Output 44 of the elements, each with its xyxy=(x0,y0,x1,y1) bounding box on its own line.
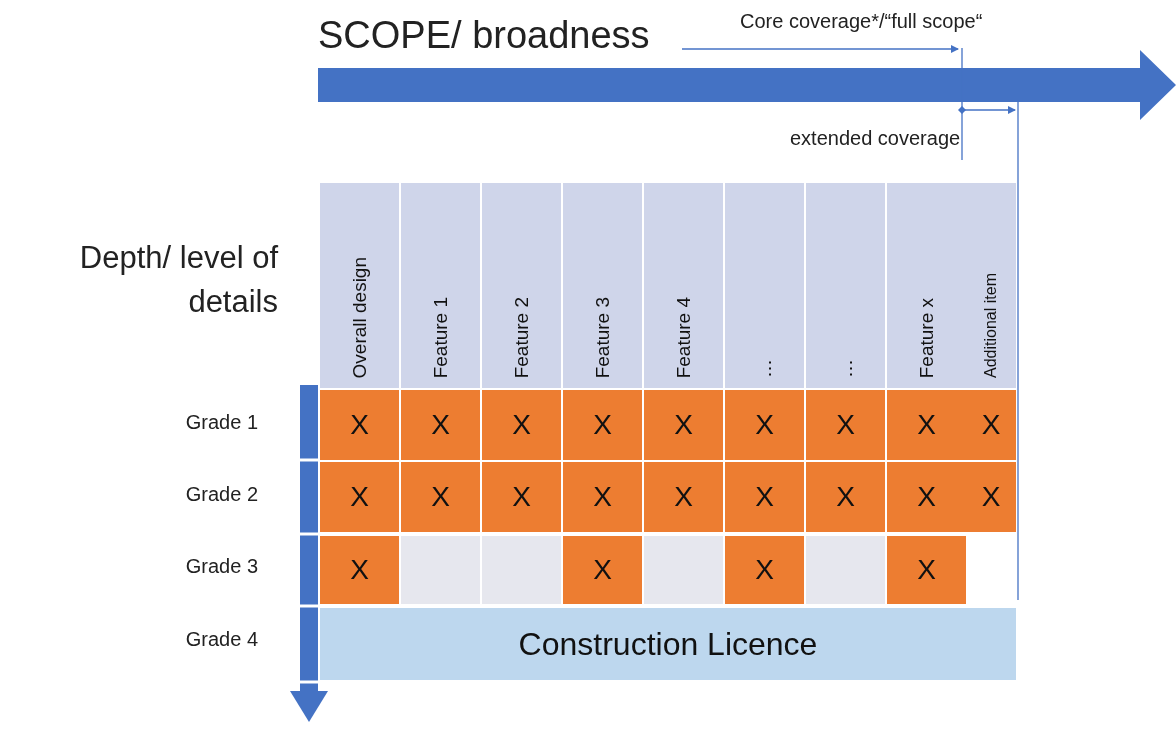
row-label: Grade 1 xyxy=(185,411,258,434)
table-cell xyxy=(401,536,480,604)
column-header: Feature 2 xyxy=(482,183,561,388)
table-cell: X xyxy=(806,390,885,460)
table-cell: X xyxy=(482,462,561,532)
axis-title: Depth/ level of details xyxy=(78,239,278,321)
table-cell: X xyxy=(320,536,399,604)
column-header: Feature 3 xyxy=(563,183,642,388)
table-cell: X xyxy=(563,462,642,532)
annotation-text: extended coverage xyxy=(790,127,961,150)
table-cell xyxy=(644,536,723,604)
table-cell xyxy=(482,536,561,604)
table-cell: X xyxy=(887,536,966,604)
table-cell: X xyxy=(482,390,561,460)
table-cell: X xyxy=(563,390,642,460)
table-cell: X xyxy=(644,390,723,460)
table-cell xyxy=(806,536,885,604)
row-label: Grade 2 xyxy=(185,483,258,506)
column-header: Additional item xyxy=(966,183,1016,388)
column-header: Feature x xyxy=(887,183,966,388)
table-cell: X xyxy=(887,390,966,460)
table-cell: X xyxy=(320,462,399,532)
row-label: Grade 3 xyxy=(185,555,258,578)
band-box: Construction Licence xyxy=(320,608,1016,680)
table-cell: X xyxy=(644,462,723,532)
column-header: Overall design xyxy=(320,183,399,388)
annotation-text: Core coverage*/“full scope“ xyxy=(740,10,983,33)
table-cell: X xyxy=(725,390,804,460)
table-cell: X xyxy=(966,462,1016,532)
column-header: Feature 4 xyxy=(644,183,723,388)
table-cell: X xyxy=(966,390,1016,460)
column-header: … xyxy=(806,183,885,388)
axis-title: SCOPE/ broadness xyxy=(318,14,650,57)
table-cell: X xyxy=(320,390,399,460)
table-cell: X xyxy=(806,462,885,532)
table-cell: X xyxy=(563,536,642,604)
table-cell: X xyxy=(725,536,804,604)
table-cell: X xyxy=(401,390,480,460)
table-cell: X xyxy=(401,462,480,532)
row-label: Grade 4 xyxy=(185,628,258,651)
table-cell: X xyxy=(725,462,804,532)
column-header: Feature 1 xyxy=(401,183,480,388)
table-cell: X xyxy=(887,462,966,532)
column-header: … xyxy=(725,183,804,388)
